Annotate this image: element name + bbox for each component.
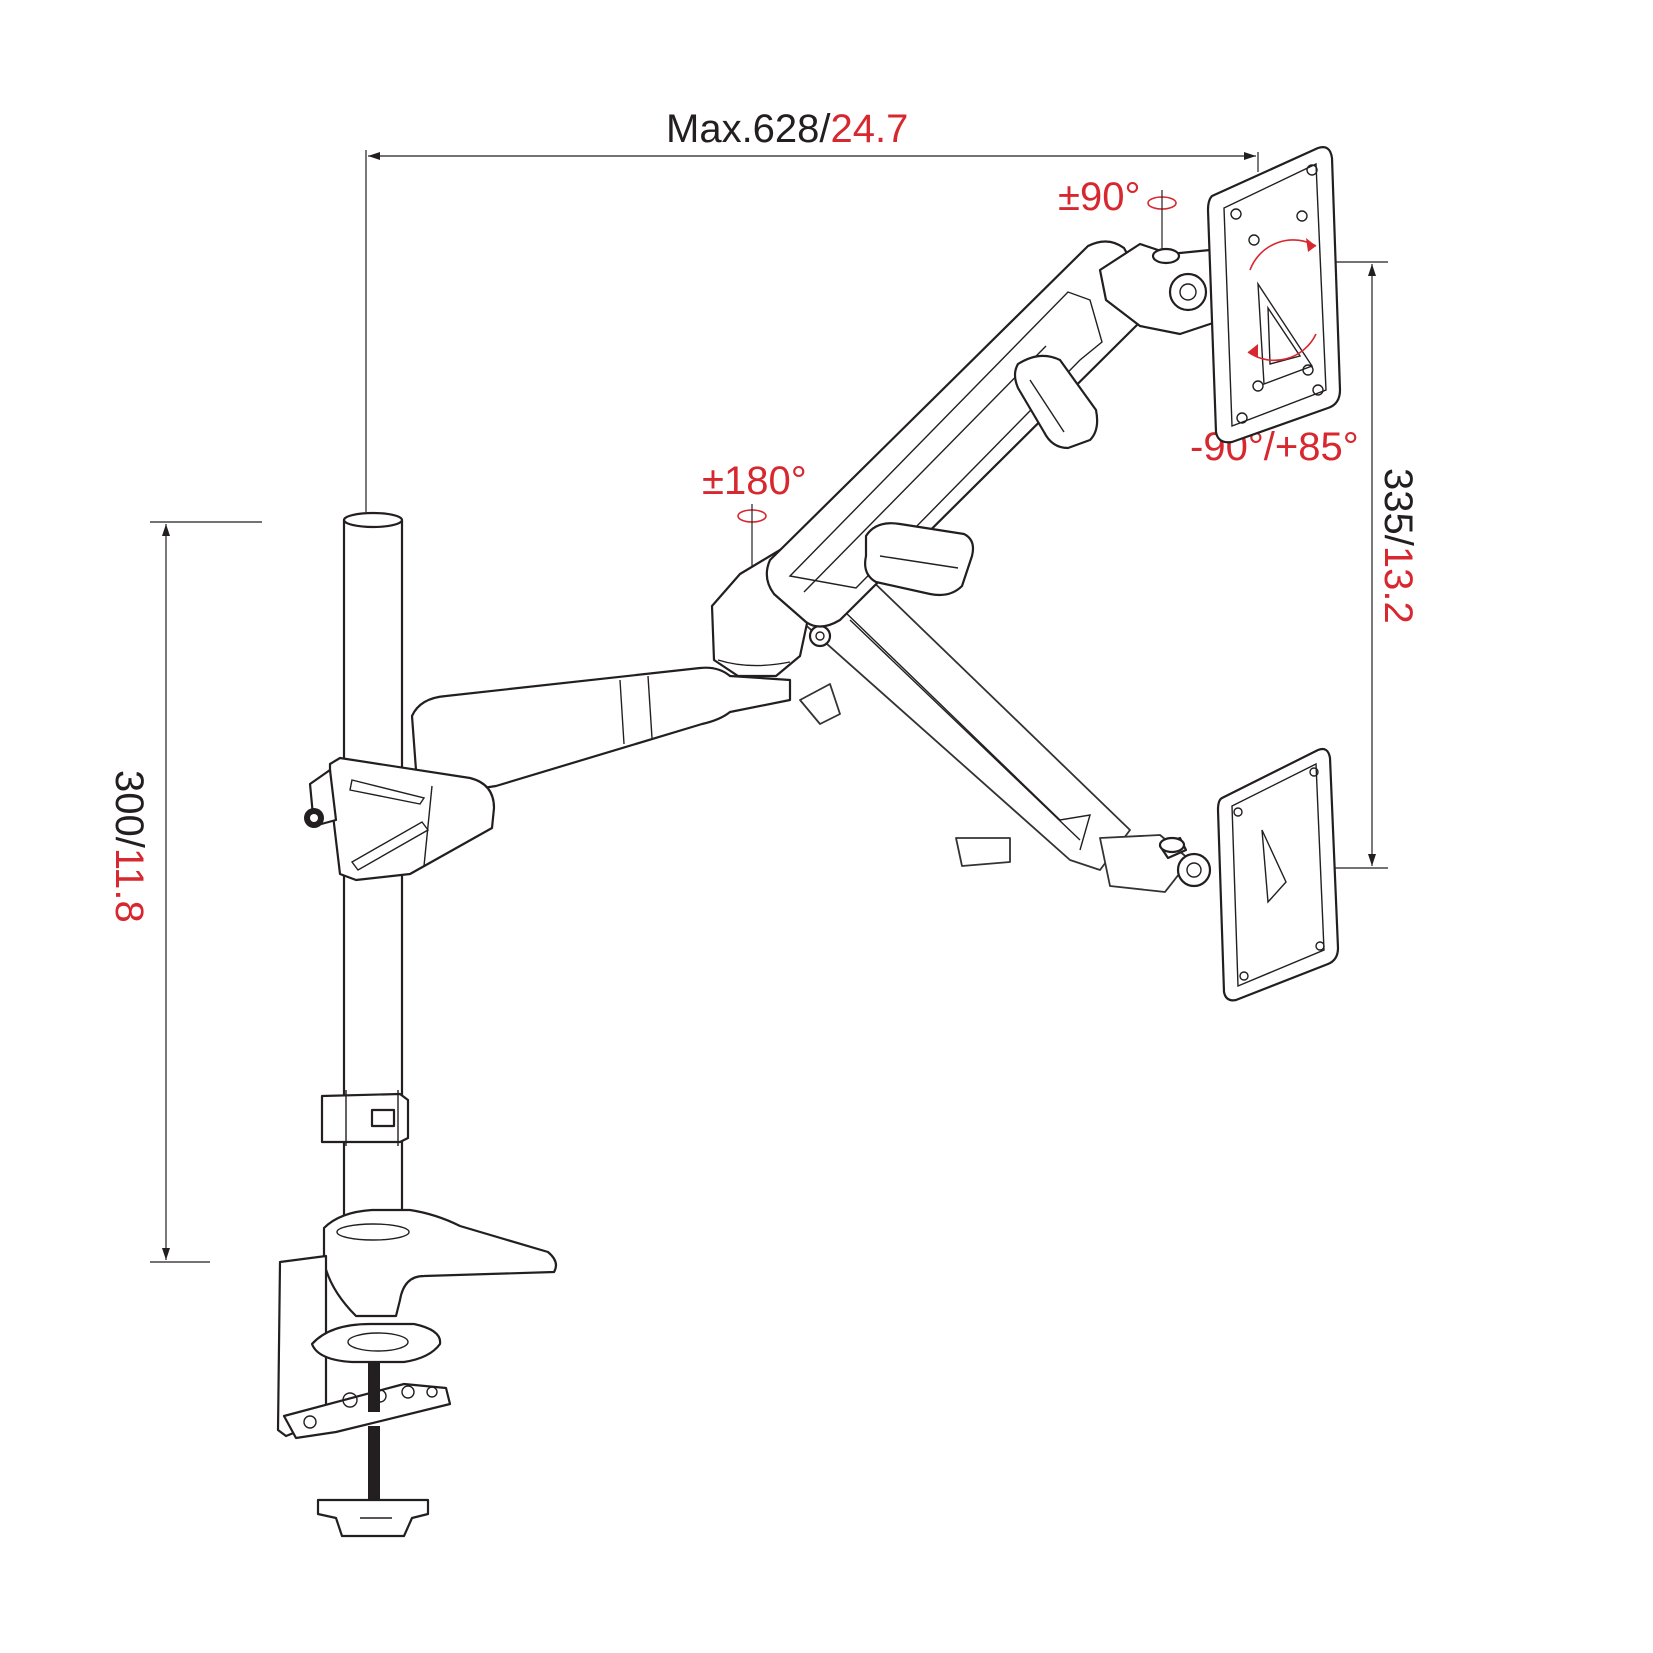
rotation-arrows-icon (1247, 238, 1317, 362)
collar-lock-knob-icon (304, 768, 338, 828)
head-swivel-arc-icon (1147, 190, 1177, 252)
vertical-travel-label: 335/13.2 (1376, 468, 1420, 624)
max-reach-label: Max.628/24.7 (666, 107, 908, 151)
arm-cable-clip-lower (864, 522, 975, 597)
arm-swivel-label: ±180° (702, 459, 807, 503)
clamp-knob-icon[interactable] (316, 1498, 430, 1538)
max-reach-dimension-line (365, 150, 1259, 512)
arm-swivel-arc-icon (737, 504, 767, 570)
pole-height-label: 300/11.8 (107, 770, 151, 923)
base-mount (322, 1208, 558, 1318)
arm-collar (328, 756, 496, 882)
head-swivel-label: ±90° (1058, 175, 1140, 219)
arm-cable-clip-upper (1013, 354, 1099, 450)
cable-clip (320, 1090, 410, 1146)
clamp-screw (368, 1362, 380, 1504)
clamp-pressure-plate (310, 1322, 442, 1364)
pole-height-dimension-line (150, 521, 262, 1263)
head-tilt-joint (1098, 242, 1228, 336)
vesa-plate (1206, 146, 1342, 444)
desk-clamp (276, 1254, 452, 1440)
lower-arm (410, 666, 792, 792)
lowered-vesa-plate (1216, 747, 1340, 1002)
